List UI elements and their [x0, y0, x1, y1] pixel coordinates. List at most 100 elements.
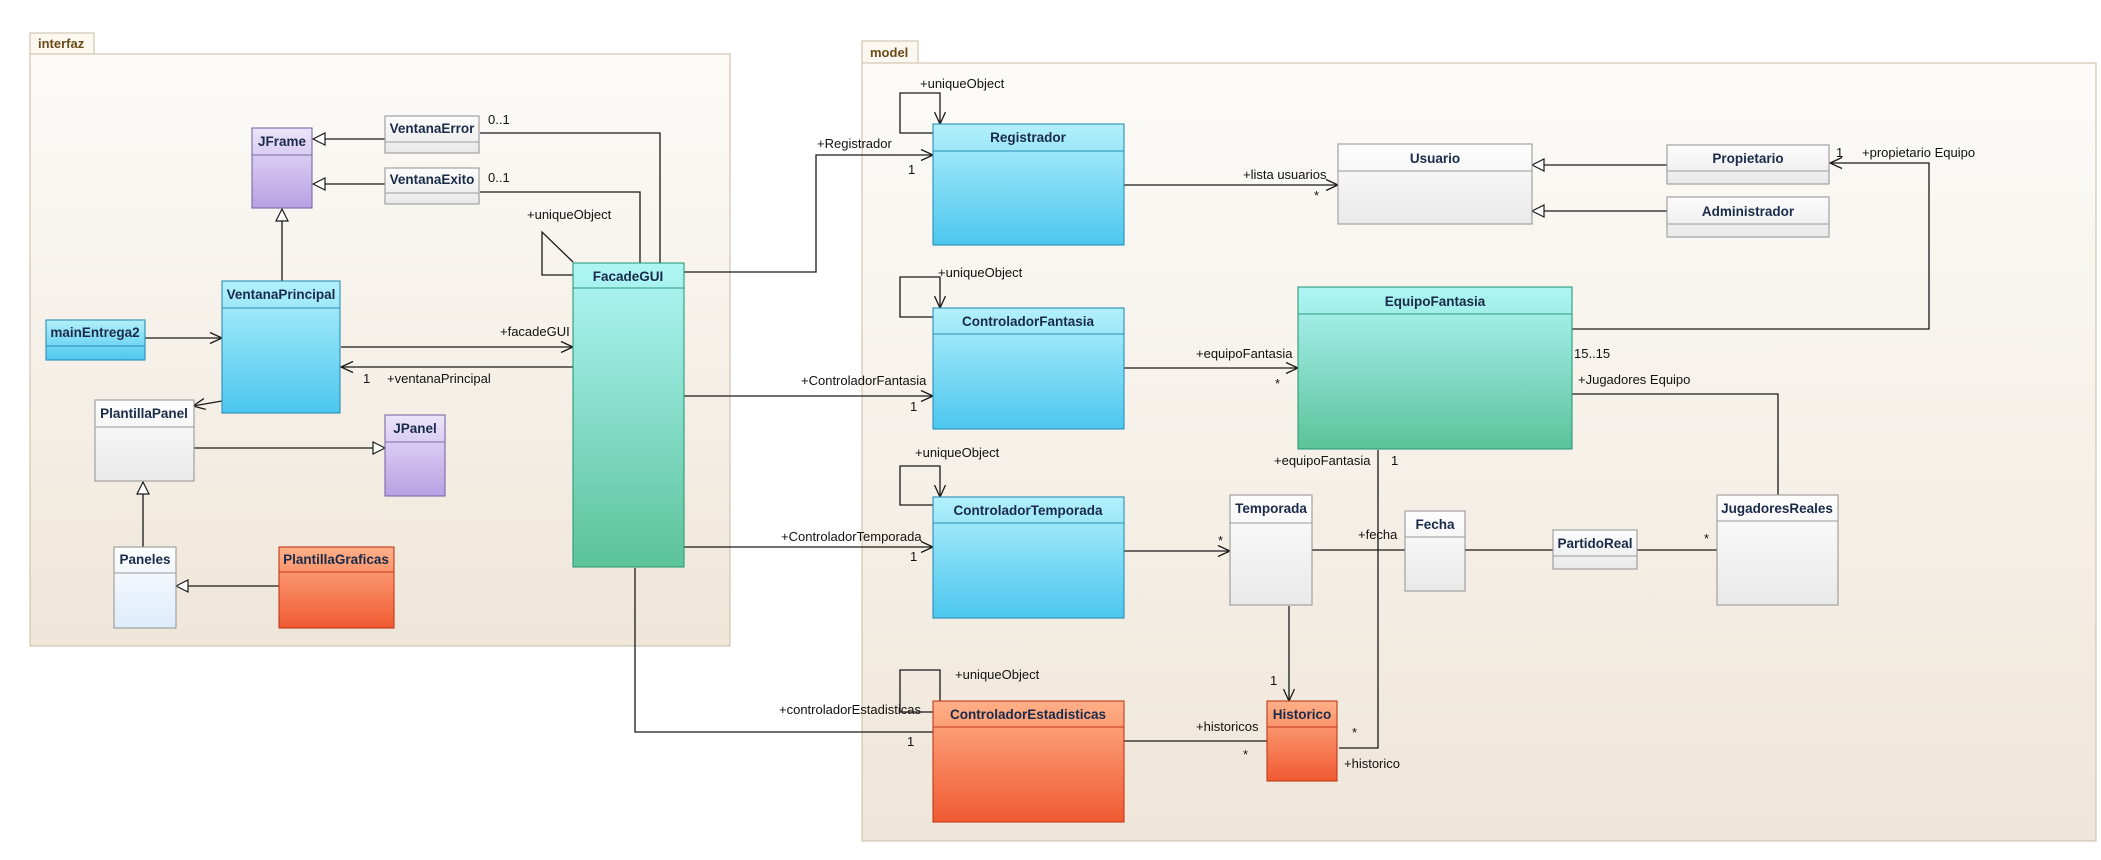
- class-temporada-name: Temporada: [1235, 501, 1307, 516]
- class-controlador-fantasia-box: [932, 307, 1125, 430]
- label-lista-usuarios-mult: *: [1314, 188, 1319, 203]
- class-usuario-name: Usuario: [1410, 151, 1460, 166]
- label-historicos-mult: *: [1243, 747, 1248, 762]
- class-administrador-name: Administrador: [1702, 204, 1795, 219]
- label-registrador-unique: +uniqueObject: [920, 76, 1005, 91]
- class-propietario[interactable]: Propietario: [1666, 144, 1830, 185]
- label-ce-unique: +uniqueObject: [955, 667, 1040, 682]
- label-equipo-range: 15..15: [1574, 346, 1610, 361]
- label-hist-equipo-role: +equipoFantasia: [1274, 453, 1371, 468]
- edge-labels: 0..1 0..1 +uniqueObject +facadeGUI +vent…: [363, 76, 1975, 771]
- label-historicos-role: +historicos: [1196, 719, 1259, 734]
- label-temporada-mult: *: [1218, 533, 1223, 548]
- class-controlador-estadisticas[interactable]: ControladorEstadisticas: [932, 700, 1125, 823]
- class-temporada-box: [1229, 494, 1313, 606]
- class-registrador[interactable]: Registrador: [932, 123, 1125, 246]
- label-facade-gui-role: +facadeGUI: [500, 324, 570, 339]
- class-facade-gui-name: FacadeGUI: [593, 269, 664, 284]
- class-jpanel-box: [384, 414, 446, 497]
- class-main-entrega2-box: [45, 319, 146, 361]
- class-controlador-fantasia[interactable]: ControladorFantasia: [932, 307, 1125, 430]
- class-ventana-principal-name: VentanaPrincipal: [227, 287, 336, 302]
- class-main-entrega2[interactable]: mainEntrega2: [45, 319, 146, 361]
- class-ventana-exito-box: [384, 167, 480, 205]
- label-jugadores-equipo: +Jugadores Equipo: [1578, 372, 1690, 387]
- label-cf-unique: +uniqueObject: [938, 265, 1023, 280]
- classes: JFrame VentanaError VentanaExito Ventana…: [45, 115, 1839, 823]
- package-model-label: model: [870, 45, 908, 60]
- label-error-mult: 0..1: [488, 112, 510, 127]
- class-plantilla-graficas[interactable]: PlantillaGraficas: [278, 546, 395, 629]
- class-facade-gui-box: [572, 262, 685, 568]
- class-jpanel[interactable]: JPanel: [384, 414, 446, 497]
- class-plantilla-panel[interactable]: PlantillaPanel: [94, 399, 195, 482]
- class-plantilla-graficas-box: [278, 546, 395, 629]
- label-cf-mult: 1: [910, 399, 917, 414]
- edge-facade-self: [541, 230, 574, 276]
- class-jpanel-name: JPanel: [393, 421, 437, 436]
- class-ventana-exito-name: VentanaExito: [390, 172, 475, 187]
- label-ct-role: +ControladorTemporada: [781, 529, 922, 544]
- label-equipo-fantasia-mult: *: [1275, 376, 1280, 391]
- edge-historico-equipo: [1339, 450, 1379, 749]
- class-propietario-box: [1666, 144, 1830, 185]
- class-fecha[interactable]: Fecha: [1404, 510, 1466, 592]
- label-ct-unique: +uniqueObject: [915, 445, 1000, 460]
- label-propietario-role: +propietario Equipo: [1862, 145, 1975, 160]
- class-usuario[interactable]: Usuario: [1337, 143, 1533, 225]
- class-equipo-fantasia[interactable]: EquipoFantasia: [1297, 286, 1573, 450]
- class-ventana-exito[interactable]: VentanaExito: [384, 167, 480, 205]
- class-equipo-fantasia-box: [1297, 286, 1573, 450]
- class-paneles[interactable]: Paneles: [113, 546, 177, 629]
- label-ct-mult: 1: [910, 549, 917, 564]
- class-jframe[interactable]: JFrame: [251, 127, 313, 209]
- label-jugadores-mult: *: [1704, 531, 1709, 546]
- class-usuario-box: [1337, 143, 1533, 225]
- edge-jugadores-equipo: [1572, 394, 1779, 495]
- class-registrador-name: Registrador: [990, 130, 1067, 145]
- edge-equipo-propietario: [1572, 163, 1930, 330]
- class-plantilla-panel-name: PlantillaPanel: [100, 406, 188, 421]
- class-propietario-name: Propietario: [1712, 151, 1783, 166]
- label-hist-equipo-mult: 1: [1391, 453, 1398, 468]
- class-controlador-temporada-name: ControladorTemporada: [953, 503, 1102, 518]
- class-ventana-principal-box: [221, 280, 341, 414]
- class-jugadores-reales-box: [1716, 494, 1839, 606]
- label-registrador-mult: 1: [908, 162, 915, 177]
- class-jugadores-reales[interactable]: JugadoresReales: [1716, 494, 1839, 606]
- class-partido-real[interactable]: PartidoReal: [1552, 529, 1638, 570]
- class-jugadores-reales-name: JugadoresReales: [1721, 501, 1833, 516]
- label-ce-mult: 1: [907, 734, 914, 749]
- edge-ct-self: [899, 465, 940, 506]
- edge-cf-self: [899, 276, 940, 318]
- label-historico-role: +historico: [1344, 756, 1400, 771]
- label-ventana-principal-role: +ventanaPrincipal: [387, 371, 491, 386]
- class-historico-name: Historico: [1273, 707, 1332, 722]
- package-interfaz-label: interfaz: [38, 36, 85, 51]
- label-lista-usuarios: +lista usuarios: [1243, 167, 1327, 182]
- class-jframe-box: [251, 127, 313, 209]
- class-administrador[interactable]: Administrador: [1666, 196, 1830, 238]
- class-jframe-name: JFrame: [258, 134, 307, 149]
- class-historico[interactable]: Historico: [1266, 700, 1338, 782]
- class-ventana-error-box: [384, 115, 480, 154]
- class-controlador-fantasia-name: ControladorFantasia: [962, 314, 1095, 329]
- label-fecha-role: +fecha: [1358, 527, 1398, 542]
- edge-registrador-self: [899, 92, 940, 134]
- label-registrador-role: +Registrador: [817, 136, 892, 151]
- label-facade-unique: +uniqueObject: [527, 207, 612, 222]
- class-main-entrega2-name: mainEntrega2: [50, 325, 139, 340]
- class-controlador-temporada-box: [932, 496, 1125, 619]
- class-plantilla-graficas-name: PlantillaGraficas: [283, 552, 389, 567]
- class-ventana-principal[interactable]: VentanaPrincipal: [221, 280, 341, 414]
- label-exito-mult: 0..1: [488, 170, 510, 185]
- class-paneles-name: Paneles: [119, 552, 170, 567]
- label-ventana-principal-mult: 1: [363, 371, 370, 386]
- class-temporada[interactable]: Temporada: [1229, 494, 1313, 606]
- class-historico-box: [1266, 700, 1338, 782]
- class-controlador-temporada[interactable]: ControladorTemporada: [932, 496, 1125, 619]
- class-registrador-box: [932, 123, 1125, 246]
- class-ventana-error[interactable]: VentanaError: [384, 115, 480, 154]
- class-facade-gui[interactable]: FacadeGUI: [572, 262, 685, 568]
